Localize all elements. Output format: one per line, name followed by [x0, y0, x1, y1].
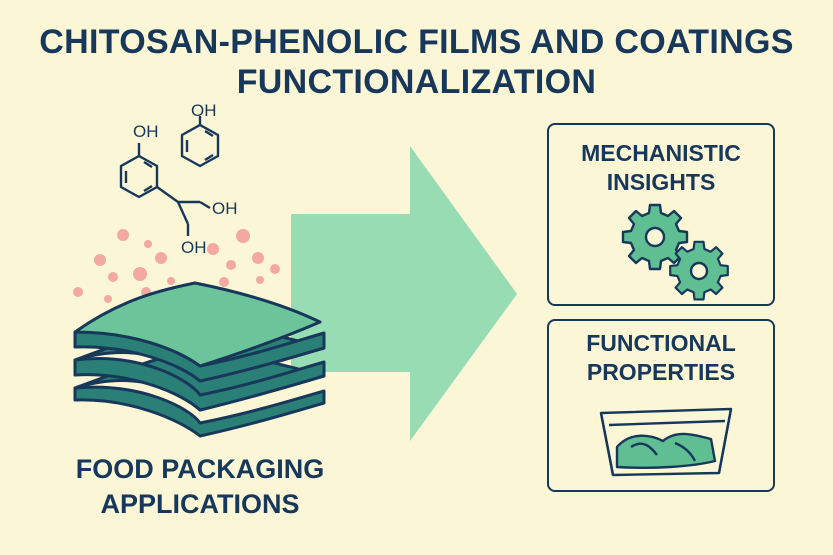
- oh-label-3: OH: [212, 199, 238, 218]
- functional-line-2: PROPERTIES: [586, 359, 736, 385]
- title-line-2: FUNCTIONALIZATION: [236, 63, 597, 101]
- mechanistic-insights-label: MECHANISTIC INSIGHTS: [549, 139, 773, 197]
- functional-properties-label: FUNCTIONAL PROPERTIES: [549, 329, 773, 387]
- page-title: CHITOSAN-PHENOLIC FILMS AND COATINGS FUN…: [0, 22, 833, 102]
- phenolic-molecule-icon: [119, 116, 220, 236]
- film-stack-icon: [73, 281, 326, 438]
- food-packaging-line-1: FOOD PACKAGING: [75, 454, 325, 484]
- oh-label-1: OH: [133, 122, 159, 141]
- mechanistic-insights-panel: MECHANISTIC INSIGHTS: [547, 123, 775, 306]
- mechanistic-line-2: INSIGHTS: [606, 169, 716, 195]
- gears-icon: [621, 203, 729, 301]
- functional-properties-panel: FUNCTIONAL PROPERTIES: [547, 319, 775, 492]
- food-packaging-label: FOOD PACKAGING APPLICATIONS: [35, 452, 365, 522]
- oh-label-4: OH: [181, 238, 207, 257]
- food-container-icon: [599, 407, 733, 477]
- food-packaging-line-2: APPLICATIONS: [100, 489, 300, 519]
- functional-line-1: FUNCTIONAL: [586, 330, 736, 356]
- process-arrow: [291, 146, 517, 441]
- oh-label-2: OH: [191, 101, 217, 120]
- title-line-1: CHITOSAN-PHENOLIC FILMS AND COATINGS: [39, 23, 794, 61]
- mechanistic-line-1: MECHANISTIC: [581, 140, 741, 166]
